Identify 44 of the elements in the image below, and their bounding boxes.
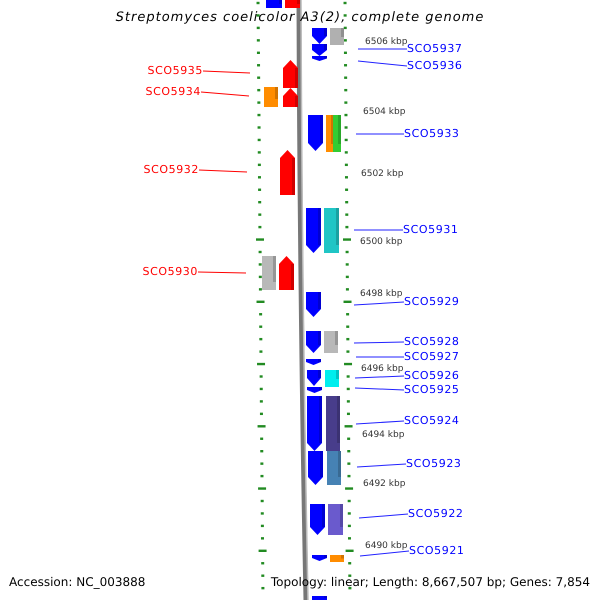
leader-line (356, 464, 406, 468)
leader-line (202, 70, 250, 74)
gene-label: SCO5923 (406, 457, 462, 470)
gene-label: SCO5935 (147, 64, 203, 77)
scale-label: 6506 kbp (365, 37, 408, 47)
leader-line (356, 420, 404, 424)
genome-title: Streptomyces coelicolor A3(2), complete genome (114, 10, 486, 26)
leader-line (358, 514, 408, 518)
gene-label: SCO5936 (407, 59, 463, 72)
gene-label: SCO5921 (409, 544, 465, 557)
leader-line (198, 170, 248, 172)
gene-label: SCO5934 (145, 85, 201, 98)
gene-label: SCO5931 (403, 223, 459, 236)
leader-line (354, 388, 404, 390)
leader-line (358, 60, 408, 66)
gene-label: SCO5928 (404, 335, 460, 348)
scale-label: 6500 kbp (360, 237, 402, 247)
leader-line (360, 550, 410, 556)
scale-label: 6498 kbp (360, 289, 402, 299)
scale-label: 6492 kbp (363, 479, 406, 489)
scale-label: 6494 kbp (362, 430, 404, 440)
gene-label: SCO5930 (142, 265, 198, 278)
gene-label: SCO5937 (407, 42, 463, 55)
leader-line (354, 376, 404, 378)
scale-label: 6490 kbp (365, 541, 408, 551)
gene-label: SCO5924 (404, 414, 460, 427)
leader-line (358, 48, 408, 50)
genome-summary-text: Topology: linear; Length: 8,667,507 bp; Genes: 7,854 (270, 575, 590, 589)
leader-line (354, 302, 404, 306)
leader-line (198, 272, 246, 274)
leader-line (200, 92, 250, 96)
accession-text: Accession: NC_003888 (9, 575, 146, 589)
gene-label: SCO5932 (143, 163, 199, 176)
gene-label: SCO5926 (404, 369, 460, 382)
gene-label: SCO5933 (404, 127, 460, 140)
leader-line (354, 342, 404, 344)
gene-label: SCO5925 (404, 383, 460, 396)
scale-label: 6502 kbp (361, 169, 404, 179)
scale-label: 6496 kbp (361, 364, 404, 374)
gene-label: SCO5929 (404, 295, 460, 308)
scale-label: 6504 kbp (363, 107, 406, 117)
gene-label: SCO5922 (408, 507, 464, 520)
leader-line (356, 356, 404, 358)
gene-label: SCO5927 (404, 350, 460, 363)
